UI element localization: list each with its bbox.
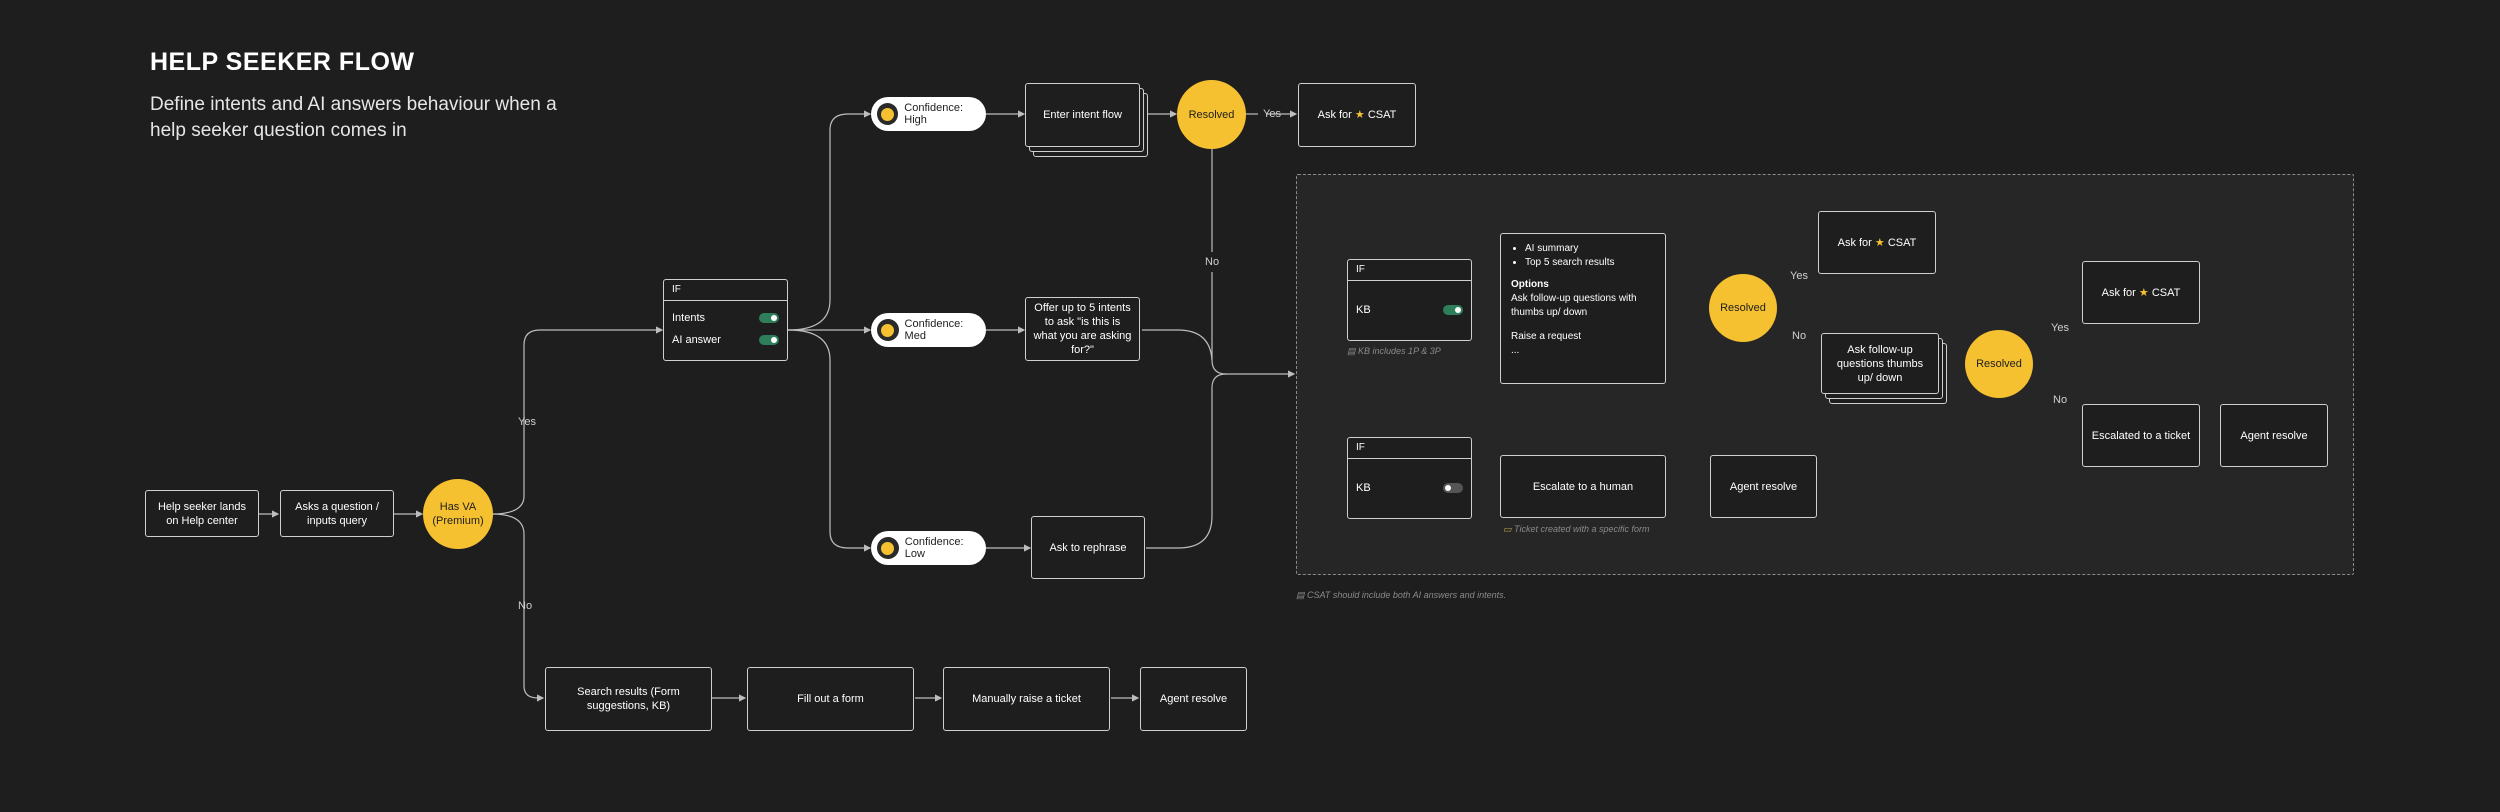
if-row-kb: KB <box>1348 299 1471 321</box>
note-icon: ▤ <box>1347 346 1356 356</box>
star-icon: ★ <box>1354 109 1365 121</box>
if-header: IF <box>664 280 787 301</box>
edge-va-no <box>491 513 545 702</box>
option-item: Top 5 search results <box>1525 256 1655 270</box>
if-row-ai-answer: AI answer <box>664 329 787 351</box>
node-agent-resolve-mid: Agent resolve <box>1710 455 1817 518</box>
page-subtitle: Define intents and AI answers behaviour … <box>150 94 557 141</box>
if-intents-ai-box: IF Intents AI answer <box>663 279 788 361</box>
node-help-seeker: Help seeker lands on Help center <box>145 490 259 537</box>
kb-toggle-off[interactable] <box>1443 483 1463 493</box>
smiley-icon <box>877 103 899 125</box>
smiley-icon <box>877 537 899 559</box>
csat-label: CSAT <box>2151 286 2181 299</box>
pill-confidence-low: Confidence: Low <box>871 531 986 565</box>
options-box: AI summary Top 5 search results Options … <box>1500 233 1666 384</box>
if-kb-box-1: IF KB <box>1347 259 1472 341</box>
node-fill-form: Fill out a form <box>747 667 914 731</box>
kb-label: KB <box>1356 482 1371 494</box>
ticket-icon: ▭ <box>1503 524 1512 534</box>
node-escalated-ticket: Escalated to a ticket <box>2082 404 2200 467</box>
ai-answer-toggle[interactable] <box>759 335 779 345</box>
kb-note: ▤ KB includes 1P & 3P <box>1347 346 1441 357</box>
csat-label: CSAT <box>1367 109 1397 121</box>
node-resolved-mid: Resolved <box>1709 274 1777 342</box>
node-agent-resolve-bottom: Agent resolve <box>1140 667 1247 731</box>
edge-label-yes: Yes <box>1790 270 1808 282</box>
node-ask-followup: Ask follow-up questions thumbs up/ down <box>1821 333 1939 394</box>
pill-confidence-med: Confidence: Med <box>871 313 986 347</box>
conf-med-label: Confidence: Med <box>904 318 964 342</box>
kb-label: KB <box>1356 304 1371 316</box>
smiley-icon <box>877 319 899 341</box>
edge-offer-merge <box>1142 329 1213 361</box>
node-ask-rephrase: Ask to rephrase <box>1031 516 1145 579</box>
edge-no-merge <box>1211 272 1296 378</box>
if-header: IF <box>1348 260 1471 281</box>
ask-for-label: Ask for <box>1317 109 1352 121</box>
node-search-results: Search results (Form suggestions, KB) <box>545 667 712 731</box>
node-agent-resolve-right: Agent resolve <box>2220 404 2328 467</box>
options-line-followup: Ask follow-up questions with thumbs up/ … <box>1511 293 1637 318</box>
edge-va-yes <box>491 326 664 515</box>
ask-for-label: Ask for <box>2101 286 2136 299</box>
if-row-kb: KB <box>1348 477 1471 499</box>
intents-toggle[interactable] <box>759 313 779 323</box>
ask-for-label: Ask for <box>1837 236 1872 249</box>
csat-label: CSAT <box>1887 236 1917 249</box>
ai-answer-label: AI answer <box>672 334 721 346</box>
star-icon: ★ <box>2138 286 2149 299</box>
pill-confidence-high: Confidence: High <box>871 97 986 131</box>
node-has-va: Has VA (Premium) <box>423 479 493 549</box>
page-title: HELP SEEKER FLOW <box>150 48 415 76</box>
edge-if-low <box>787 329 872 552</box>
edge-label-yes: Yes <box>1263 108 1281 120</box>
node-escalate-human: Escalate to a human <box>1500 455 1666 518</box>
if-kb-box-2: IF KB <box>1347 437 1472 519</box>
edge-label-no: No <box>1205 256 1220 268</box>
options-line-request: Raise a request <box>1511 331 1582 342</box>
option-item: AI summary <box>1525 242 1655 256</box>
edge-if-high <box>787 110 872 331</box>
kb-toggle-on[interactable] <box>1443 305 1463 315</box>
node-enter-intent-flow: Enter intent flow <box>1025 83 1140 147</box>
conf-high-label: Confidence: High <box>904 102 964 126</box>
edge-label-no: No <box>1792 330 1807 342</box>
ticket-note: ▭ Ticket created with a specific form <box>1503 524 1650 535</box>
options-line-more: ... <box>1511 345 1520 356</box>
node-ask-csat-right: Ask for ★ CSAT <box>2082 261 2200 324</box>
node-ask-csat-mid: Ask for ★ CSAT <box>1818 211 1936 274</box>
ticket-note-text: Ticket created with a specific form <box>1514 524 1650 534</box>
node-resolved-top: Resolved <box>1177 80 1246 149</box>
csat-note: ▤ CSAT should include both AI answers an… <box>1296 590 1506 601</box>
csat-note-text: CSAT should include both AI answers and … <box>1307 590 1507 600</box>
edge-label-no: No <box>518 600 533 612</box>
conf-low-label: Confidence: Low <box>904 536 964 560</box>
node-asks-question: Asks a question / inputs query <box>280 490 394 537</box>
if-header: IF <box>1348 438 1471 459</box>
options-title: Options <box>1511 279 1549 290</box>
edge-label-no: No <box>2053 394 2068 406</box>
star-icon: ★ <box>1874 236 1885 249</box>
if-row-intents: Intents <box>664 307 787 329</box>
edge-rephrase-merge <box>1146 373 1227 549</box>
edge-label-yes: Yes <box>2051 322 2069 334</box>
node-resolved-right: Resolved <box>1965 330 2033 398</box>
note-icon: ▤ <box>1296 590 1305 600</box>
edge-label-yes: Yes <box>518 416 536 428</box>
node-ask-csat-top: Ask for ★ CSAT <box>1298 83 1416 147</box>
kb-note-text: KB includes 1P & 3P <box>1358 346 1441 356</box>
node-offer-intents: Offer up to 5 intents to ask "is this is… <box>1025 297 1140 361</box>
intents-label: Intents <box>672 312 706 324</box>
node-raise-ticket: Manually raise a ticket <box>943 667 1110 731</box>
